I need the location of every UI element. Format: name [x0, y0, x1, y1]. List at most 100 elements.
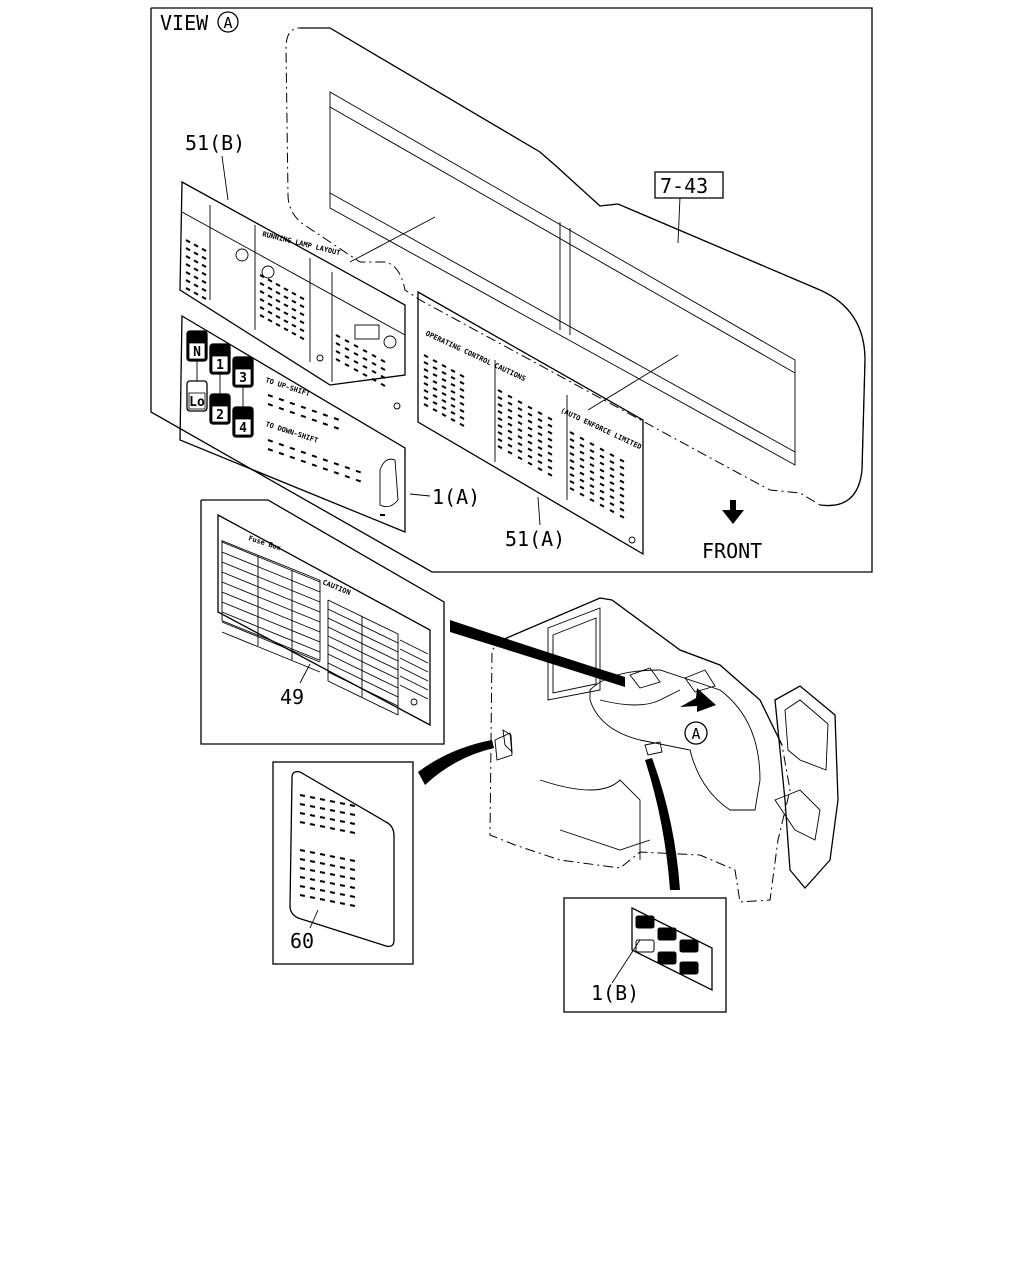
callout-1b: 1(B) [591, 981, 639, 1005]
text-line-mark [349, 895, 356, 898]
text-line-mark [547, 472, 553, 477]
text-line-mark [267, 394, 274, 398]
text-line-mark [185, 239, 191, 244]
text-line-mark [339, 829, 346, 832]
text-line-mark [319, 880, 326, 883]
text-line-mark [609, 467, 615, 472]
text-line-mark [450, 417, 456, 422]
text-line-mark [335, 342, 341, 347]
text-line-mark [300, 459, 307, 464]
text-line-mark [423, 396, 429, 401]
text-line-mark [547, 437, 553, 442]
shift-key-label: 2 [216, 408, 224, 423]
text-line-mark [322, 467, 329, 471]
text-line-mark [537, 425, 543, 430]
text-line-mark [450, 382, 456, 387]
text-line-mark [319, 853, 326, 856]
text-line-mark [517, 456, 523, 461]
text-line-mark [283, 287, 289, 292]
callout-1a: 1(A) [432, 485, 480, 509]
text-line-mark [291, 323, 297, 328]
text-line-mark [355, 478, 362, 483]
text-line-mark [589, 491, 595, 496]
text-line-mark [201, 255, 207, 260]
text-line-mark [339, 811, 346, 814]
text-line-mark [589, 442, 595, 447]
text-line-mark [299, 336, 305, 341]
callout-7-43: 7-43 [660, 174, 708, 198]
text-line-mark [355, 469, 362, 474]
text-line-mark [619, 493, 625, 498]
text-line-mark [329, 809, 336, 812]
callout-51b: 51(B) [185, 131, 245, 155]
text-line-mark [380, 358, 386, 363]
text-line-mark [275, 290, 281, 295]
text-line-mark [599, 461, 605, 466]
front-arrow-icon [722, 510, 744, 524]
text-line-mark [193, 259, 199, 264]
text-line-mark [319, 798, 326, 801]
front-label: FRONT [702, 539, 762, 563]
text-line-mark [311, 409, 318, 414]
text-line-mark [569, 445, 575, 450]
text-line-mark [344, 363, 350, 368]
text-line-mark [380, 382, 386, 387]
text-line-mark [344, 355, 350, 360]
decal-1b-key [679, 939, 699, 953]
text-line-mark [423, 403, 429, 408]
text-line-mark [267, 439, 274, 443]
text-line-mark [432, 380, 438, 385]
text-line-mark [333, 462, 340, 466]
text-line-mark [362, 372, 368, 377]
text-line-mark [569, 459, 575, 464]
text-line-mark [309, 887, 316, 890]
text-line-mark [527, 405, 533, 410]
text-line-mark [450, 410, 456, 415]
text-line-mark [371, 353, 377, 358]
decal-1b-key [635, 915, 655, 929]
text-line-mark [579, 492, 585, 497]
text-line-mark [344, 466, 351, 470]
text-line-mark [450, 375, 456, 380]
text-line-mark [547, 465, 553, 470]
text-line-mark [259, 290, 265, 295]
text-line-mark [339, 857, 346, 860]
text-line-mark [441, 406, 447, 410]
text-line-mark [517, 407, 523, 412]
text-line-mark [619, 472, 625, 477]
callout-51a: 51(A) [505, 527, 565, 551]
text-line-mark [579, 443, 585, 448]
text-line-mark [517, 428, 523, 433]
text-line-mark [527, 419, 533, 424]
text-line-mark [441, 413, 447, 417]
text-line-mark [507, 443, 513, 448]
text-line-mark [259, 282, 265, 287]
text-line-mark [335, 350, 341, 355]
text-line-mark [371, 361, 377, 366]
text-line-mark [609, 502, 615, 507]
text-line-mark [619, 500, 625, 505]
text-line-mark [329, 900, 336, 903]
text-line-mark [423, 354, 429, 359]
text-line-mark [547, 430, 553, 435]
text-line-mark [579, 457, 585, 462]
text-line-mark [311, 418, 318, 423]
text-line-mark [497, 424, 503, 429]
shift-key-face [234, 418, 252, 436]
text-line-mark [459, 415, 465, 420]
text-line-mark [569, 452, 575, 457]
text-line-mark [441, 364, 447, 368]
text-line-mark [353, 344, 359, 348]
caution-title: CAUTION [321, 578, 351, 596]
text-line-mark [193, 267, 199, 272]
text-line-mark [322, 413, 329, 417]
text-line-mark [193, 275, 199, 280]
text-line-mark [344, 339, 350, 344]
text-line-mark [329, 891, 336, 894]
decal-60-text-lines [299, 794, 356, 907]
text-line-mark [339, 893, 346, 896]
text-line-mark [507, 429, 513, 434]
shift-key-face [211, 405, 229, 423]
text-line-mark [599, 489, 605, 494]
